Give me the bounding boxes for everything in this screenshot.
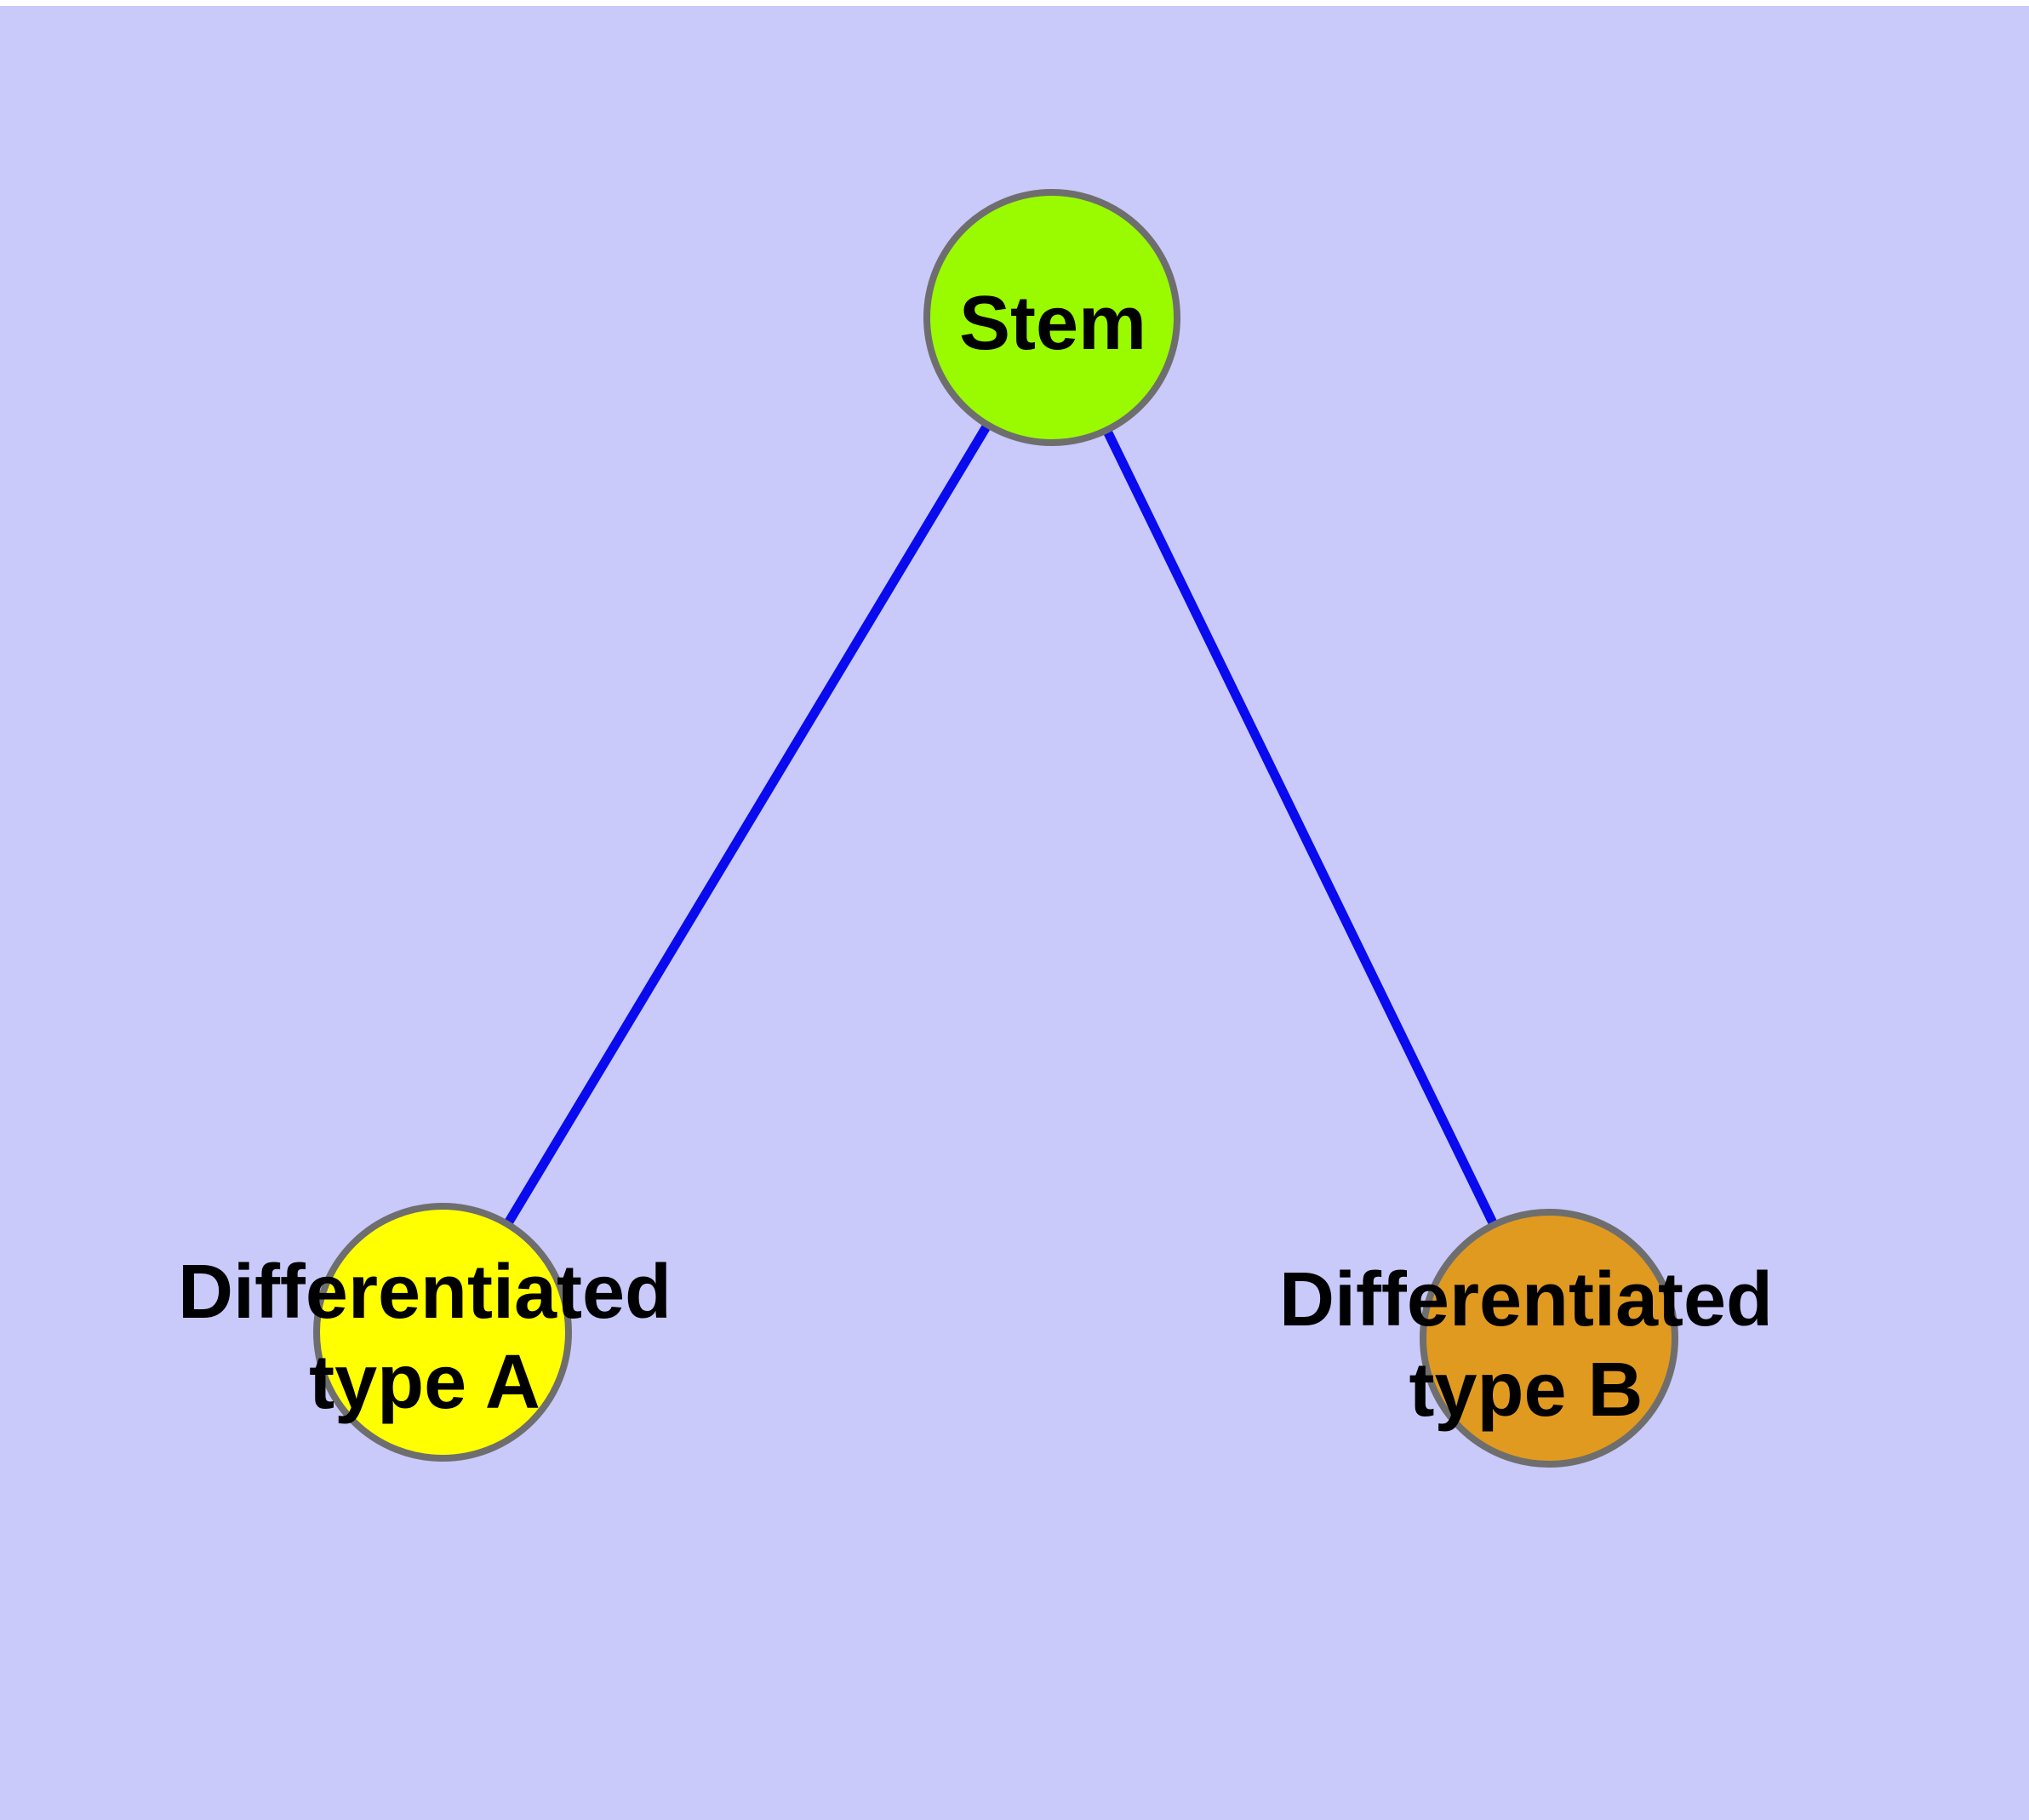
top-white-strip [0,0,2029,6]
edge-stem-to-type-a [438,315,1056,1335]
node-type-a-label-line1: Differentiated [178,1250,672,1335]
node-type-a-label-line2: type A [309,1340,540,1425]
node-type-a-circle [313,1203,572,1462]
node-type-b-label-line1: Differentiated [1279,1257,1773,1342]
node-type-b-circle [1420,1209,1678,1468]
node-stem-circle [923,189,1180,446]
edge-stem-to-type-b [1048,315,1553,1341]
node-type-b-label-line2: type B [1409,1348,1643,1433]
node-stem-label: Stem [959,281,1146,366]
